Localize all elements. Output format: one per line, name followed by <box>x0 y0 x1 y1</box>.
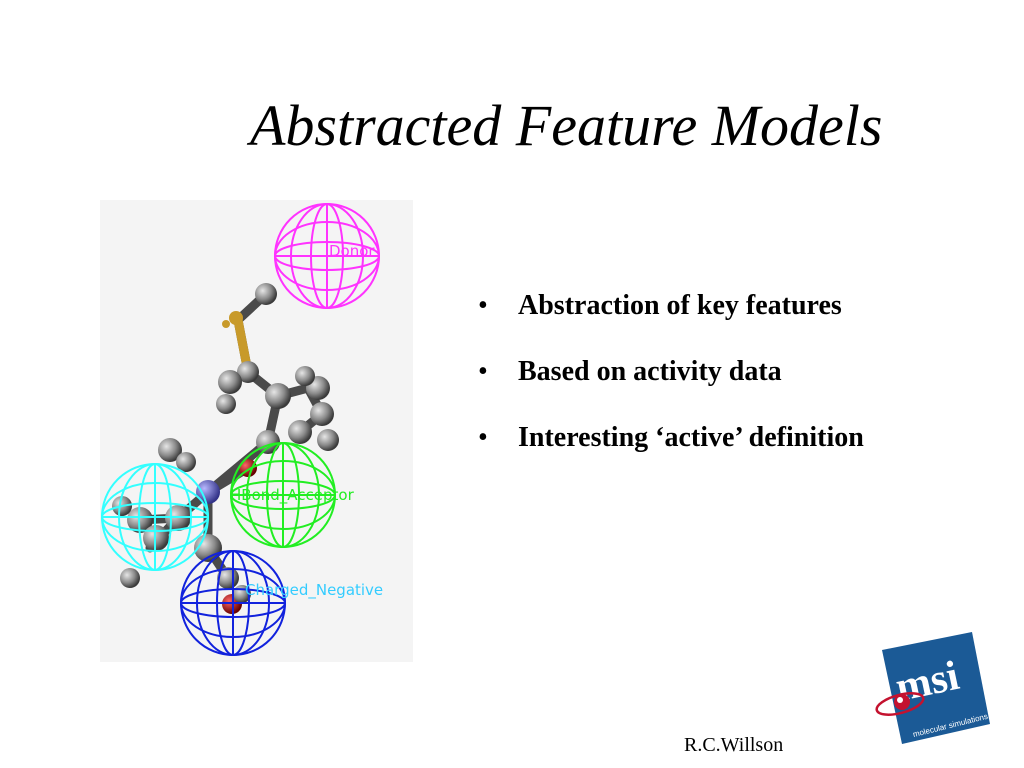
hydrophobe-sphere <box>101 463 209 571</box>
molecule-figure: Donor HBond_Acceptor <box>100 200 413 662</box>
donor-label: Donor <box>329 242 375 260</box>
msi-logo-icon: msi molecular simulations <box>875 632 990 744</box>
msi-logo: msi molecular simulations <box>872 632 992 747</box>
negative-label: Charged_Negative <box>245 581 383 600</box>
acceptor-sphere <box>230 442 336 548</box>
slide-title: Abstracted Feature Models <box>250 93 883 158</box>
author-footer: R.C.Willson <box>684 734 784 756</box>
donor-sphere <box>274 203 380 309</box>
bullet-item: • Based on activity data <box>478 356 864 422</box>
bullet-item: • Interesting ‘active’ definition <box>478 422 864 488</box>
bullet-list: • Abstraction of key features • Based on… <box>478 290 864 488</box>
bullet-marker: • <box>478 356 488 387</box>
bullet-text: Based on activity data <box>518 356 782 387</box>
bullet-marker: • <box>478 422 488 453</box>
bullet-text: Interesting ‘active’ definition <box>518 422 864 453</box>
acceptor-label: HBond_Acceptor <box>230 486 355 505</box>
bullet-item: • Abstraction of key features <box>478 290 864 356</box>
bullet-marker: • <box>478 290 488 321</box>
molecule-pharmacophore-graphic: Donor HBond_Acceptor <box>101 203 383 656</box>
negative-sphere <box>180 550 286 656</box>
bullet-text: Abstraction of key features <box>518 290 842 321</box>
